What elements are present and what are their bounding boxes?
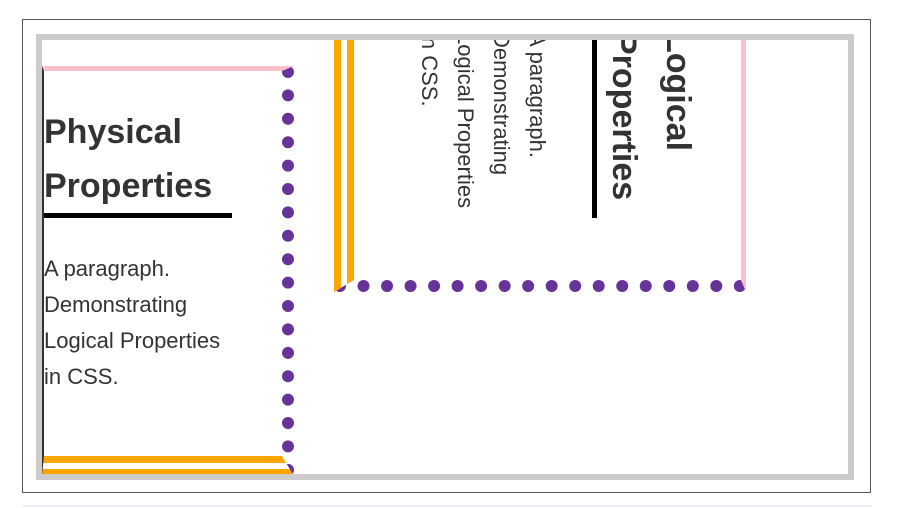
logical-paragraph: A paragraph. Demonstrating Logical Prope… [417,34,550,209]
demo-frame [22,19,871,493]
physical-properties-box: Physical Properties A paragraph. Demonst… [42,66,294,474]
physical-heading: Physical Properties [44,105,232,218]
logical-heading: Logical Properties [592,40,705,218]
logical-properties-box: Logical Properties A paragraph. Demonstr… [334,34,746,292]
bottom-divider [22,505,872,507]
demo-container: Physical Properties A paragraph. Demonst… [36,34,854,480]
physical-paragraph: A paragraph. Demonstrating Logical Prope… [44,256,221,389]
